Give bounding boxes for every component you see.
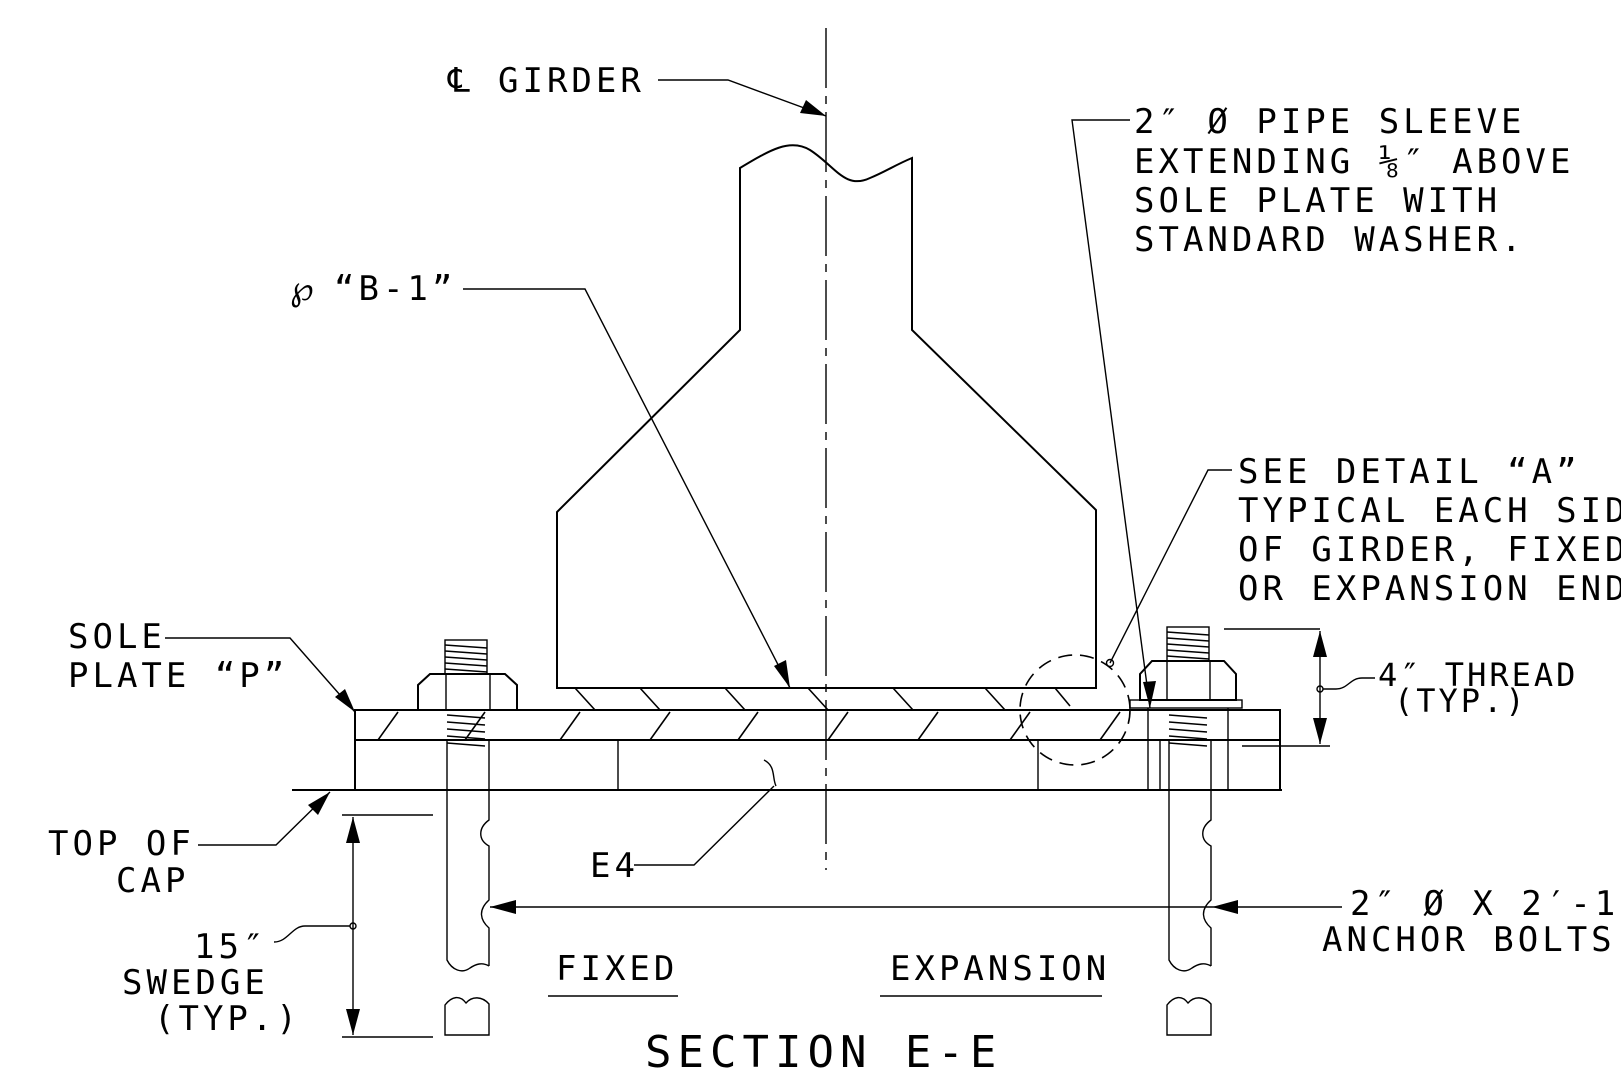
expansion-label: EXPANSION <box>890 949 1110 989</box>
anchor-bolts-line-2: ANCHOR BOLTS <box>1322 920 1616 960</box>
see-detail-leader <box>1109 469 1232 664</box>
anchor-bolt-fixed <box>417 639 518 1036</box>
cl-girder-label: GIRDER <box>498 61 645 101</box>
anchor-bolts-line-1: 2″ Ø X 2′-1″ <box>1350 884 1621 924</box>
see-detail-line-3: OF GIRDER, FIXED <box>1238 530 1621 570</box>
detail-a-circle <box>1019 654 1131 766</box>
pipe-sleeve-line-1: 2″ Ø PIPE SLEEVE <box>1134 102 1526 142</box>
cl-symbol: ℄ <box>447 61 474 101</box>
anchor-bolts-arrow-left <box>490 900 516 914</box>
see-detail-line-2: TYPICAL EACH SIDE <box>1238 491 1621 531</box>
top-of-cap-line-1: TOP OF <box>48 824 195 864</box>
sole-plate-line-1: SOLE <box>68 617 166 657</box>
section-title: SECTION E-E <box>645 1027 1002 1072</box>
top-of-cap-line-2: CAP <box>116 861 189 901</box>
bearing-pad-e4 <box>354 740 1281 790</box>
see-detail-line-4: OR EXPANSION END. <box>1238 569 1621 609</box>
sole-plate <box>354 687 1281 741</box>
pipe-sleeve-line-2: EXTENDING ⅛″ ABOVE <box>1134 142 1574 182</box>
thread-line-2: (TYP.) <box>1394 682 1528 720</box>
anchor-bolt-expansion <box>1129 626 1243 1036</box>
e4-leader <box>634 785 775 866</box>
pl-b1-leader <box>463 288 791 689</box>
pipe-sleeve-line-3: SOLE PLATE WITH <box>1134 181 1501 221</box>
top-of-cap-leader <box>198 791 331 846</box>
sole-plate-leader <box>165 637 356 713</box>
e4-label: E4 <box>590 846 639 886</box>
anchor-bolts-arrow-right <box>1212 900 1238 914</box>
see-detail-line-1: SEE DETAIL “A” <box>1238 452 1581 492</box>
pipe-sleeve-leader <box>1071 119 1151 709</box>
swedge-line-1: 15″ <box>194 927 267 967</box>
pipe-sleeve-line-4: STANDARD WASHER. <box>1134 220 1526 260</box>
swedge-line-3: (TYP.) <box>154 999 301 1039</box>
thread-line-1: 4″ THREAD <box>1378 656 1578 694</box>
sole-plate-line-2: PLATE “P” <box>68 656 288 696</box>
swedge-line-2: SWEDGE <box>122 963 269 1003</box>
pl-b1-label: “B-1” <box>334 269 456 309</box>
cl-girder-leader <box>658 79 827 117</box>
pl-symbol: ℘ <box>290 269 318 309</box>
fixed-label: FIXED <box>556 949 678 989</box>
girder-outline <box>556 144 1097 689</box>
